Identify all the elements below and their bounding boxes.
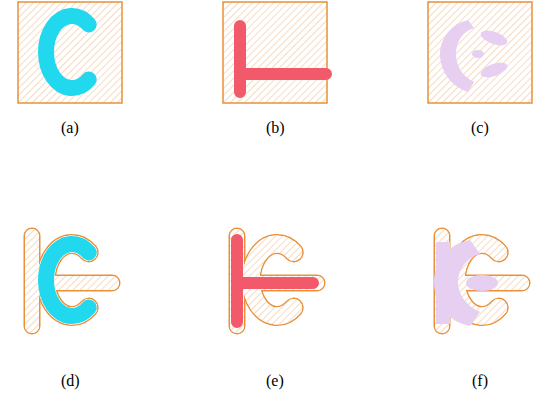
panel-label: (d) bbox=[61, 371, 80, 390]
panel-label: (e) bbox=[266, 371, 284, 390]
panel-label: (f) bbox=[472, 371, 488, 390]
t-shape bbox=[237, 240, 313, 322]
t-shape bbox=[240, 26, 326, 92]
blob-shape bbox=[434, 240, 498, 326]
square-panel bbox=[428, 2, 532, 103]
union-panel bbox=[32, 236, 112, 326]
square-panel bbox=[18, 2, 122, 103]
union-panel bbox=[237, 236, 317, 326]
square-panel bbox=[223, 2, 327, 103]
union-panel bbox=[434, 236, 522, 326]
panel-label: (c) bbox=[471, 118, 489, 137]
panel-label: (a) bbox=[61, 118, 79, 137]
panel-label: (b) bbox=[266, 118, 285, 137]
c-shape bbox=[46, 16, 89, 88]
blob-shape bbox=[440, 20, 509, 92]
c-shape bbox=[46, 244, 89, 316]
